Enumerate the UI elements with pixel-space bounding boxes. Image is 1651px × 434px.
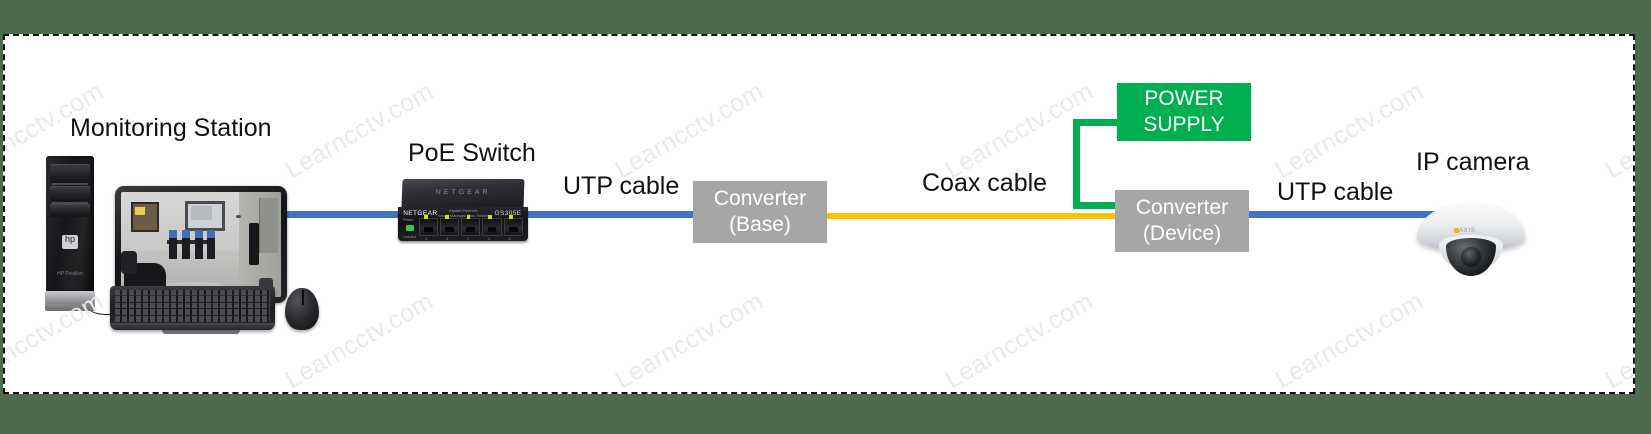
switch-port-number: 1	[425, 235, 428, 241]
watermark-text: Learncctv.com	[1601, 77, 1634, 185]
scene-dining-table	[167, 240, 216, 245]
pc-drive-bay	[49, 164, 91, 183]
diagram-page: Learncctv.com Learncctv.com Learncctv.co…	[3, 34, 1635, 394]
keyboard-body	[110, 286, 275, 330]
converter-device-box[interactable]: Converter (Device)	[1115, 190, 1249, 252]
scene-door	[259, 198, 278, 253]
switch-port-number: 3	[466, 235, 470, 241]
scene-chair-back	[169, 229, 177, 239]
keyboard-key-row	[114, 302, 271, 309]
switch-chassis-top: NETGEAR	[401, 179, 525, 208]
monitor-screen	[121, 192, 281, 297]
hp-logo-icon	[62, 234, 78, 250]
pc-slot	[51, 202, 89, 205]
coax-cable-between-converters	[820, 213, 1185, 219]
watermark-text: Learncctv.com	[1106, 36, 1264, 40]
mouse-body	[285, 288, 319, 330]
watermark-text: Learncctv.com	[611, 77, 769, 185]
scene-sofa-arm	[121, 250, 137, 274]
switch-led-label-link: Link/Act	[403, 234, 416, 239]
keyboard-key-row	[114, 309, 271, 316]
label-coax-cable: Coax cable	[922, 169, 1048, 197]
mouse	[285, 288, 319, 330]
scene-chair-back	[207, 229, 216, 239]
pc-drive-bay	[49, 186, 91, 201]
watermark-text: Learncctv.com	[1271, 77, 1429, 185]
scene-mirror-inner	[191, 205, 213, 221]
switch-port[interactable]	[440, 214, 460, 236]
keyboard-key-row	[114, 296, 271, 302]
camera-brand-text: AXIS	[1459, 227, 1476, 234]
converter-device-line2: (Device)	[1142, 222, 1222, 245]
watermark-text: Learncctv.com	[116, 36, 274, 40]
pc-tower: HP Pavilion	[44, 156, 96, 311]
power-supply-box[interactable]: POWER SUPPLY	[1117, 83, 1251, 141]
watermark-text: Learncctv.com	[1271, 287, 1429, 392]
scene-chair-back	[194, 229, 203, 239]
watermark-text: Learncctv.com	[1436, 36, 1594, 40]
utp-cable-monitor-to-switch	[263, 211, 408, 218]
power-supply-line2: SUPPLY	[1143, 113, 1225, 136]
watermark-text: Learncctv.com	[281, 77, 439, 185]
pc-slot	[51, 183, 89, 186]
keyboard-key-row	[114, 289, 271, 296]
switch-model-text: GS305E	[494, 209, 522, 217]
pc-tower-base	[44, 290, 96, 311]
switch-port-number: 5	[508, 235, 511, 241]
label-utp-cable-left: UTP cable	[563, 172, 680, 200]
camera-brand-mark-icon	[1453, 228, 1459, 234]
pc-tower-body: HP Pavilion	[46, 156, 94, 293]
pc-drive-bay	[49, 203, 91, 217]
switch-brand-logo: NETGEAR	[403, 209, 438, 217]
keyboard-wrist-rest	[110, 322, 275, 330]
pc-tower-model-text: HP Pavilion	[57, 270, 83, 277]
switch-port-number: 2	[446, 235, 449, 241]
converter-device-line1: Converter	[1135, 196, 1229, 220]
scene-cabinet	[249, 223, 259, 266]
utp-cable-converter-device-to-camera	[1240, 211, 1435, 218]
scene-chair	[181, 231, 190, 260]
mouse-button-split	[302, 289, 304, 305]
poe-switch-device: NETGEAR NETGEAR GS305E Gigabit Ethernet …	[398, 179, 528, 241]
watermark-text: Learncctv.com	[941, 287, 1099, 392]
converter-base-line2: (Base)	[729, 213, 791, 236]
switch-port[interactable]	[503, 214, 523, 236]
scene-lamp	[236, 215, 241, 219]
scene-picture-art	[135, 206, 145, 216]
watermark-text: Learncctv.com	[611, 287, 769, 392]
power-supply-line1: POWER	[1144, 87, 1224, 111]
switch-port[interactable]	[482, 214, 502, 236]
switch-port-number: 4	[487, 235, 490, 241]
keyboard	[110, 286, 275, 330]
switch-description-line2: Smart Managed Plus Switch	[437, 213, 489, 219]
switch-front-panel: NETGEAR GS305E Gigabit Ethernet Smart Ma…	[398, 206, 528, 241]
converter-base-box[interactable]: Converter (Base)	[693, 181, 827, 243]
switch-port[interactable]	[461, 214, 481, 236]
scene-chair	[207, 231, 216, 260]
label-poe-switch: PoE Switch	[408, 139, 536, 167]
utp-cable-switch-to-converter-base	[520, 211, 700, 218]
label-monitoring-station: Monitoring Station	[70, 114, 272, 142]
watermark-text: Learncctv.com	[446, 36, 604, 40]
switch-top-brand-text: NETGEAR	[435, 188, 491, 196]
switch-description-line1: Gigabit Ethernet	[448, 208, 478, 214]
keyboard-cord	[81, 284, 121, 315]
label-utp-cable-right: UTP cable	[1277, 178, 1394, 206]
label-ip-camera: IP camera	[1416, 148, 1530, 176]
watermark-text: Learncctv.com	[1601, 287, 1634, 392]
watermark-text: Learncctv.com	[776, 36, 934, 40]
converter-base-line1: Converter	[713, 187, 807, 211]
switch-power-led	[406, 224, 415, 231]
switch-port[interactable]	[418, 214, 438, 236]
scene-chair	[194, 231, 203, 260]
scene-chair	[169, 231, 177, 260]
camera-lens	[1461, 247, 1481, 268]
scene-chair-back	[181, 229, 190, 239]
ip-camera-device: AXIS	[1417, 188, 1525, 278]
switch-port-group	[418, 214, 523, 236]
keyboard-key-row	[114, 315, 271, 322]
switch-led-label-power: Power	[403, 218, 414, 223]
